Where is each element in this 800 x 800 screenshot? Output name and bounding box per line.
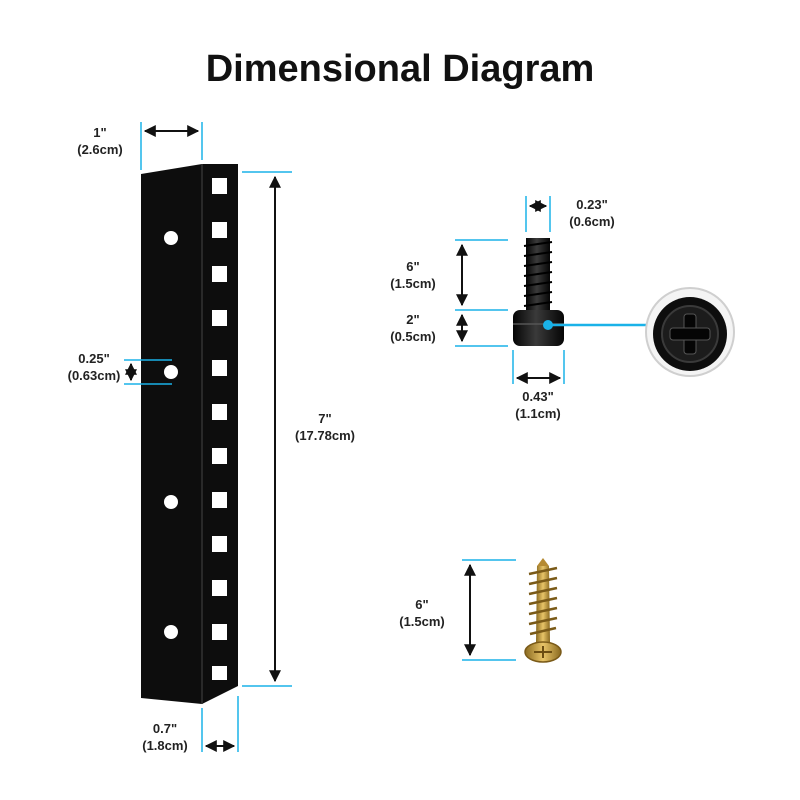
rack-rail [141,164,238,704]
screw-head [513,310,564,346]
callout-dot [543,320,553,330]
screw-head-detail [645,287,735,377]
rail-round-hole [164,231,178,245]
rail-round-hole [164,495,178,509]
head-height-label: 2" (0.5cm) [390,312,436,344]
thread-diameter-dimension [525,196,551,232]
thread-diameter-label: 0.23" (0.6cm) [569,197,615,229]
rail-hole-dimension [124,359,172,385]
wood-screw-length-dimension [462,559,516,661]
wood-screw [524,558,562,663]
rail-flange-label: 0.7" (1.8cm) [142,721,188,753]
machine-screw [513,238,564,346]
rail-width-label: 1" (2.6cm) [77,125,123,157]
thread-length-dimension [455,239,508,311]
wood-screw-length-label: 6" (1.5cm) [399,597,445,629]
screw-thread-lines [523,241,553,307]
rail-width-dimension [140,122,203,170]
rail-round-hole [164,365,178,379]
rail-round-hole [164,625,178,639]
rail-body [141,164,238,704]
rail-hole-label: 0.25" (0.63cm) [67,351,121,383]
head-diameter-dimension [512,350,565,384]
head-height-dimension [455,313,508,347]
rail-flange-dimension [201,696,239,752]
head-diameter-label: 0.43" (1.1cm) [515,389,561,421]
phillips-cross-icon [669,313,711,355]
rail-square-holes [212,178,227,680]
thread-length-label: 6" (1.5cm) [390,259,436,291]
rail-length-dimension [242,171,292,687]
page-title: Dimensional Diagram [205,48,595,90]
rail-length-label: 7" (17.78cm) [295,411,355,443]
